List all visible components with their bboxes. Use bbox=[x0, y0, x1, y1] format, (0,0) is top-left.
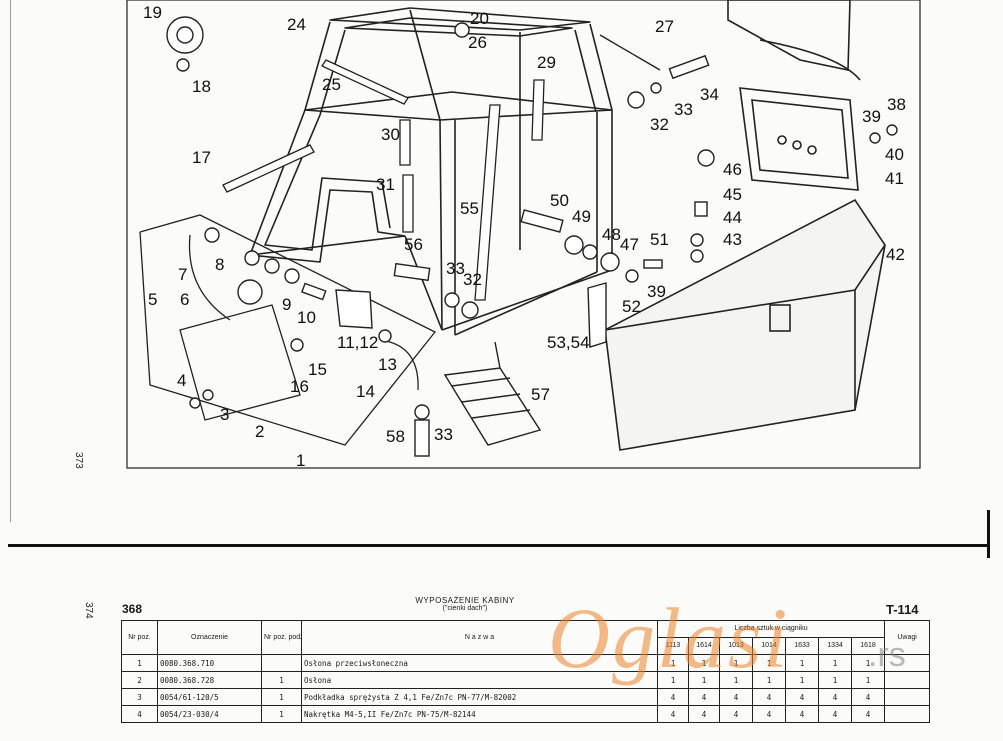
scan-left-edge bbox=[10, 0, 11, 522]
callout-24: 24 bbox=[287, 15, 306, 34]
callout-33: 33 bbox=[434, 425, 453, 444]
parts-table-section: 374 368 WYPOSAŻENIE KABINY ("cienki dach… bbox=[0, 548, 1003, 741]
callout-18: 18 bbox=[192, 77, 211, 96]
callout-42: 42 bbox=[886, 245, 905, 264]
callout-32: 32 bbox=[463, 270, 482, 289]
table-row: 2 0080.368.728 1 Osłona 1 1 1 1 1 1 1 bbox=[121, 671, 931, 689]
callout-25: 25 bbox=[322, 75, 341, 94]
header-nr-sub: Nr poz. podzespołu bbox=[261, 620, 302, 655]
callout-4: 4 bbox=[177, 371, 186, 390]
callout-27: 27 bbox=[655, 17, 674, 36]
callout-53-54: 53,54 bbox=[547, 333, 590, 352]
callout-16: 16 bbox=[290, 377, 309, 396]
lamp-plate bbox=[739, 87, 859, 191]
callout-1: 1 bbox=[296, 451, 305, 470]
header-nr-pos: Nr poz. bbox=[121, 620, 158, 655]
table-row: 4 0054/23-030/4 1 Nakrętka M4-5,II Fe/Zn… bbox=[121, 705, 931, 723]
callout-15: 15 bbox=[308, 360, 327, 379]
callout-10: 10 bbox=[297, 308, 316, 327]
callout-26: 26 bbox=[468, 33, 487, 52]
callout-6: 6 bbox=[180, 290, 189, 309]
table-row: 1 0080.368.710 Osłona przeciwsłoneczna 1… bbox=[121, 654, 931, 672]
callout-2: 2 bbox=[255, 422, 264, 441]
callout-19: 19 bbox=[143, 3, 162, 22]
callout-39: 39 bbox=[647, 282, 666, 301]
table-title: WYPOSAŻENIE KABINY bbox=[415, 596, 515, 605]
callout-5: 5 bbox=[148, 290, 157, 309]
callout-8: 8 bbox=[215, 255, 224, 274]
callout-52: 52 bbox=[622, 297, 641, 316]
catalog-number: 368 bbox=[122, 602, 143, 616]
callout-57: 57 bbox=[531, 385, 550, 404]
callout-38: 38 bbox=[887, 95, 906, 114]
callout-33: 33 bbox=[446, 259, 465, 278]
callout-29: 29 bbox=[537, 53, 556, 72]
callout-33: 33 bbox=[674, 100, 693, 119]
callout-48: 48 bbox=[602, 225, 621, 244]
callout-11-12: 11,12 bbox=[337, 333, 378, 352]
header-name: N a z w a bbox=[301, 620, 658, 655]
rubber-seals bbox=[222, 59, 545, 301]
callout-3: 3 bbox=[220, 405, 229, 424]
sheet-code: T-114 bbox=[886, 602, 919, 617]
callout-17: 17 bbox=[192, 148, 211, 167]
callout-13: 13 bbox=[378, 355, 397, 374]
callout-40: 40 bbox=[885, 145, 904, 164]
qty-col-header: 1633 bbox=[785, 637, 819, 655]
callout-31: 31 bbox=[376, 175, 395, 194]
callout-56: 56 bbox=[404, 235, 423, 254]
qty-col-header: 1334 bbox=[818, 637, 852, 655]
callout-58: 58 bbox=[386, 427, 405, 446]
callout-45: 45 bbox=[723, 185, 742, 204]
page-divider bbox=[8, 544, 990, 547]
step-ladder bbox=[443, 341, 542, 446]
table-subtitle: ("cienki dach") bbox=[442, 605, 488, 612]
callout-55: 55 bbox=[460, 199, 479, 218]
drawing-frame bbox=[126, 0, 921, 469]
callout-32: 32 bbox=[650, 115, 669, 134]
site-watermark-suffix: .rs bbox=[868, 636, 906, 674]
callout-14: 14 bbox=[356, 382, 375, 401]
callout-47: 47 bbox=[620, 235, 639, 254]
callout-labels: 19 18 24 20 26 27 25 29 34 33 32 39 38 3… bbox=[143, 3, 906, 470]
page-number-upper: 373 bbox=[73, 452, 84, 469]
fasteners bbox=[166, 16, 898, 457]
toolbox bbox=[604, 198, 886, 451]
callout-39: 39 bbox=[862, 107, 881, 126]
mirror-bracket bbox=[727, 0, 861, 81]
callout-49: 49 bbox=[572, 207, 591, 226]
callout-46: 46 bbox=[723, 160, 742, 179]
header-designation: Oznaczenie bbox=[157, 620, 262, 655]
callout-30: 30 bbox=[381, 125, 400, 144]
sun-visor bbox=[139, 214, 437, 446]
callout-43: 43 bbox=[723, 230, 742, 249]
callout-9: 9 bbox=[282, 295, 291, 314]
callout-50: 50 bbox=[550, 191, 569, 210]
parts-table: Nr poz. Oznaczenie Nr poz. podzespołu N … bbox=[121, 620, 931, 723]
page-number-lower: 374 bbox=[83, 602, 94, 619]
callout-51: 51 bbox=[650, 230, 669, 249]
callout-20: 20 bbox=[470, 9, 489, 28]
table-row: 3 0054/61-120/5 1 Podkładka sprężysta Z … bbox=[121, 688, 931, 706]
scan-right-edge bbox=[987, 510, 990, 558]
callout-34: 34 bbox=[700, 85, 719, 104]
callout-7: 7 bbox=[178, 265, 187, 284]
callout-41: 41 bbox=[885, 169, 904, 188]
site-watermark: Oglasi bbox=[548, 590, 790, 686]
callout-44: 44 bbox=[723, 208, 742, 227]
